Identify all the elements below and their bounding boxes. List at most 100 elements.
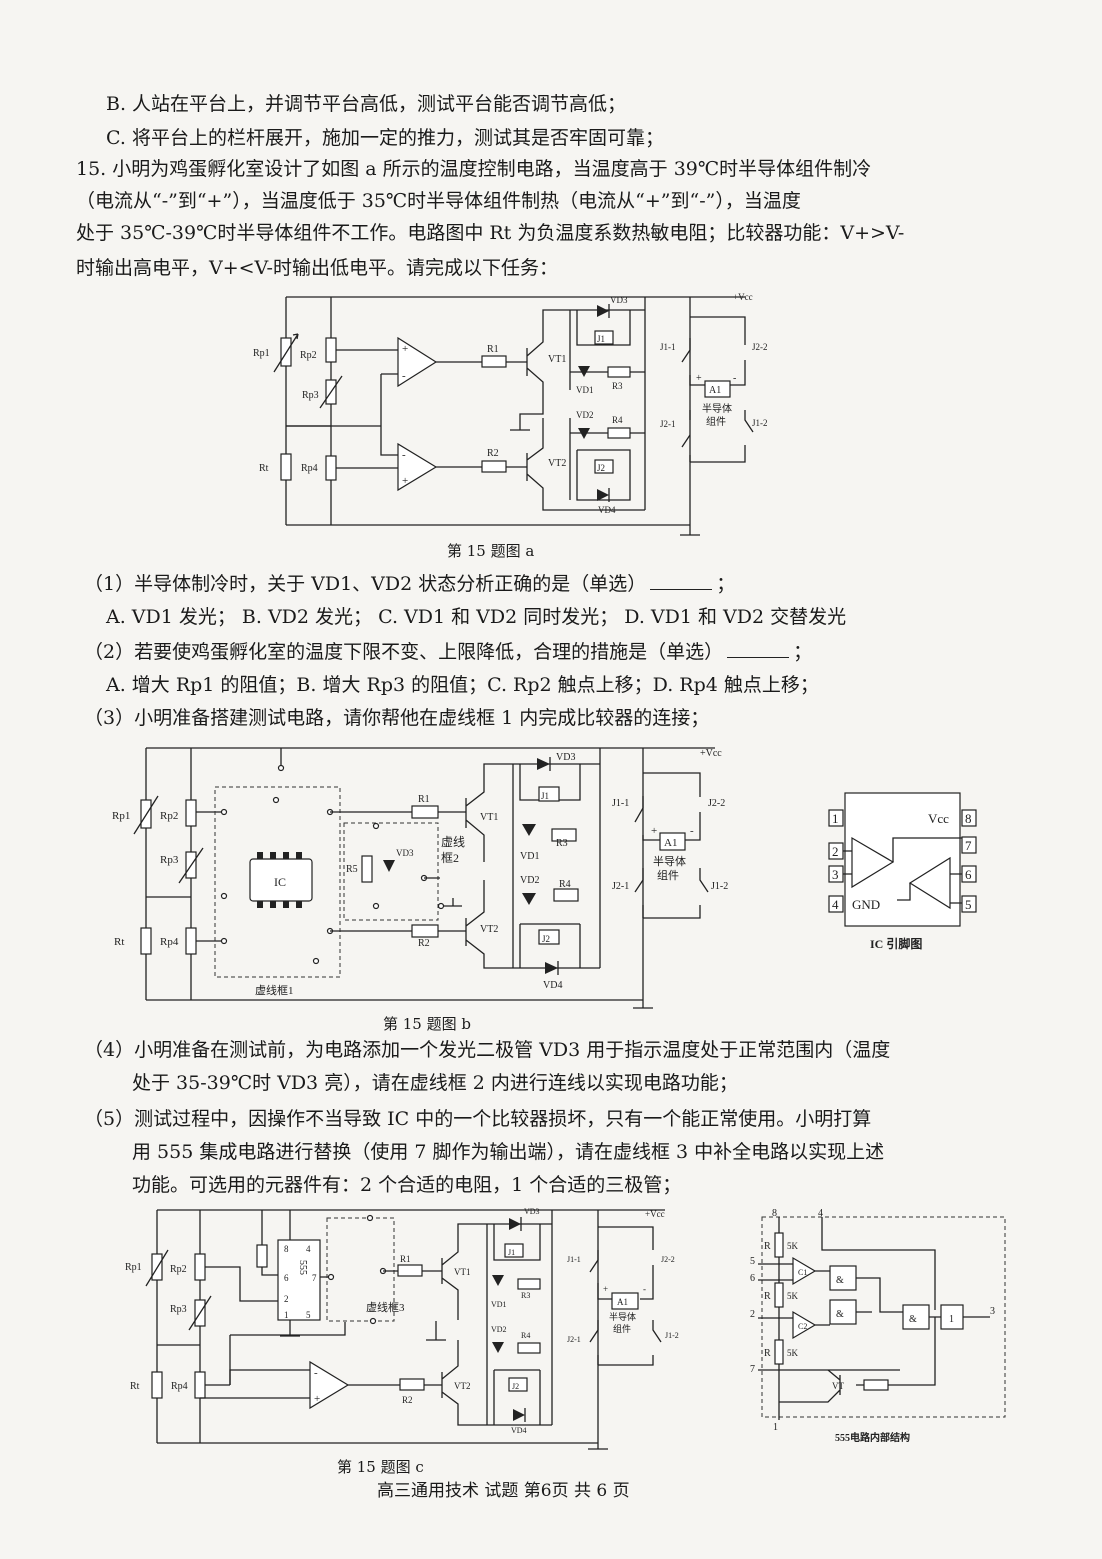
fig-a-rp1-label: Rp1 <box>253 348 270 359</box>
dashed-box-2 <box>343 822 439 921</box>
sub-question-4-line1: （4）小明准备在测试前，为电路添加一个发光二极管 VD3 用于指示温度处于正常范… <box>84 1039 891 1061</box>
dashed-box-2-label-1: 虚线 <box>441 835 465 849</box>
fig-c-vcc-label: +Vcc <box>645 1209 665 1219</box>
svg-text:8: 8 <box>965 811 972 826</box>
fig-a-r2-label: R2 <box>487 448 499 459</box>
fig-b-rp2-label: Rp2 <box>160 810 178 822</box>
fig-a-rt-label: Rt <box>259 463 269 474</box>
fig-b-vd2-label: VD2 <box>520 875 539 886</box>
fig-b-r4 <box>553 888 579 902</box>
svg-text:5: 5 <box>750 1256 755 1267</box>
fig-b-ic-label: IC <box>274 875 286 889</box>
fig-b-r1 <box>411 805 439 819</box>
fig-b-j22-label: J2-2 <box>708 798 725 809</box>
fig-c-vd2 <box>492 1342 504 1353</box>
question-15-line3: 处于 35℃-39℃时半导体组件不工作。电路图中 Rt 为负温度系数热敏电阻；比… <box>76 222 905 244</box>
answer-blank-2[interactable] <box>727 639 790 658</box>
fig-b-semiconductor-a1 <box>659 832 686 851</box>
fig-a-semi-label-1: 半导体 <box>702 402 732 415</box>
dashed-box-1 <box>214 786 341 978</box>
fig-a-vd4-label: VD4 <box>598 505 616 515</box>
svg-text:+: + <box>402 343 408 355</box>
fig-c-r3 <box>517 1278 541 1290</box>
ic555-r-mid-value: 5K <box>787 1291 799 1301</box>
svg-text:2: 2 <box>750 1309 755 1320</box>
fig-c-rp4 <box>194 1371 206 1399</box>
fig-c-j11-label: J1-1 <box>567 1255 581 1264</box>
ic-pinout-vcc: Vcc <box>928 811 949 826</box>
fig-c-rt <box>151 1371 163 1399</box>
fig-b-j2-label: J2 <box>542 934 550 944</box>
svg-text:+: + <box>314 1393 320 1405</box>
fig-b-rp2 <box>185 799 197 827</box>
ic555-comparator-c1 <box>792 1256 817 1286</box>
fig-c-comparator <box>309 1360 350 1410</box>
sub-question-2-options: A. 增大 Rp1 的阻值；B. 增大 Rp3 的阻值；C. Rp2 触点上移；… <box>106 674 819 696</box>
fig-b-r1-label: R1 <box>418 794 430 805</box>
fig-c-r3-label: R3 <box>521 1291 530 1300</box>
fig-a-j2-label: J2 <box>597 463 605 473</box>
ic555-comparator-c2 <box>792 1310 817 1340</box>
fig-c-rp2-label: Rp2 <box>170 1264 187 1275</box>
fig-a-rt <box>280 453 292 481</box>
fig-a-j1-label: J1 <box>597 334 605 344</box>
fig-a-j21-label: J2-1 <box>660 419 676 429</box>
dashed-box-2-label-2: 框2 <box>441 851 459 865</box>
svg-text:7: 7 <box>965 838 972 853</box>
svg-text:3: 3 <box>990 1306 995 1317</box>
fig-c-r2-label: R2 <box>402 1395 413 1405</box>
svg-text:6: 6 <box>965 867 972 882</box>
sub-question-1: （1）半导体制冷时，关于 VD1、VD2 状态分析正确的是（单选）； <box>84 571 735 597</box>
fig-a-rp4-label: Rp4 <box>301 463 318 474</box>
ic555-and-gate-1 <box>829 1265 857 1291</box>
svg-text:5: 5 <box>306 1310 311 1320</box>
fig-c-semi-label-1: 半导体 <box>609 1311 636 1322</box>
ic555-r-bottom-value: 5K <box>787 1348 799 1358</box>
option-c: C. 将平台上的栏杆展开，施加一定的推力，测试其是否牢固可靠； <box>106 127 664 149</box>
fig-c-semiconductor-a1 <box>611 1292 639 1310</box>
fig-c-r4 <box>517 1342 541 1354</box>
answer-blank-1[interactable] <box>650 571 713 590</box>
svg-text:-: - <box>733 373 736 384</box>
fig-a-vt1-label: VT1 <box>548 354 566 365</box>
svg-text:8: 8 <box>284 1244 289 1254</box>
svg-text:4: 4 <box>832 897 839 912</box>
svg-text:1: 1 <box>773 1422 778 1433</box>
ic555-r-mid <box>774 1282 784 1308</box>
fig-c-relay-j2 <box>508 1377 528 1392</box>
question-15-line1: 15. 小明为鸡蛋孵化室设计了如图 a 所示的温度控制电路，当温度高于 39℃时… <box>76 158 872 180</box>
fig-a-comparator-2 <box>397 442 438 492</box>
fig-a-vd3-label: VD3 <box>610 295 628 305</box>
sub-question-1-options: A. VD1 发光； B. VD2 发光； C. VD1 和 VD2 同时发光；… <box>106 606 847 628</box>
fig-c-vt1-label: VT1 <box>454 1267 471 1277</box>
ic555-r-top-value: 5K <box>787 1241 799 1251</box>
fig-b-rt-label: Rt <box>114 936 124 948</box>
dashed-box-1-label: 虚线框1 <box>255 983 294 997</box>
ic555-r-top-letter: R <box>764 1241 771 1252</box>
question-15-line4: 时输出高电平，V+<V-时输出低电平。请完成以下任务： <box>76 257 558 279</box>
figure-b-caption: 第 15 题图 b <box>383 1015 471 1033</box>
figure-a-caption: 第 15 题图 a <box>447 542 535 560</box>
fig-c-vd3-label: VD3 <box>524 1207 540 1216</box>
fig-a-r1 <box>481 355 507 368</box>
fig-b-r3-label: R3 <box>556 838 568 849</box>
ic555-r-top <box>774 1232 784 1258</box>
ic555-c2-label: C2 <box>798 1322 807 1331</box>
fig-b-relay-j1 <box>538 786 560 802</box>
fig-c-rp2 <box>194 1253 206 1281</box>
sub-question-4-line2: 处于 35-39℃时 VD3 亮），请在虚线框 2 内进行连线以实现电路功能； <box>132 1072 738 1094</box>
ic555-internal-title: 555电路内部结构 <box>835 1431 910 1444</box>
fig-c-555-label: 555 <box>297 1260 308 1275</box>
fig-b-r5 <box>361 855 373 883</box>
option-b: B. 人站在平台上，并调节平台高低，测试平台能否调节高低； <box>106 93 627 115</box>
svg-text:2: 2 <box>832 844 839 859</box>
svg-text:7: 7 <box>750 1364 755 1375</box>
fig-c-vd1-label: VD1 <box>491 1300 507 1309</box>
sub-question-5-line3: 功能。可选用的元器件有：2 个合适的电阻，1 个合适的三极管； <box>132 1174 682 1196</box>
fig-b-vd1-label: VD1 <box>520 851 539 862</box>
sub-question-1-end: ； <box>716 573 736 595</box>
fig-c-rp3-label: Rp3 <box>170 1304 187 1315</box>
svg-text:4: 4 <box>306 1244 311 1254</box>
sub-question-2-text: （2）若要使鸡蛋孵化室的温度下限不变、上限降低，合理的措施是（单选） <box>84 641 724 663</box>
fig-c-r4-label: R4 <box>521 1331 530 1340</box>
